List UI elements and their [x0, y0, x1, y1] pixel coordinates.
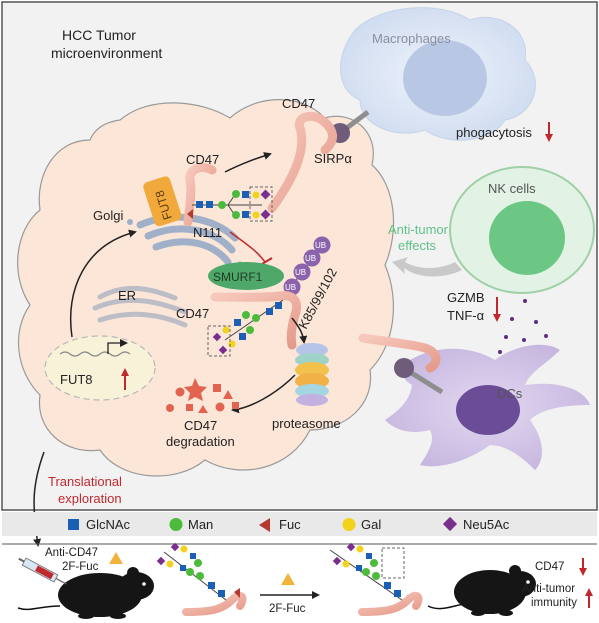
macrophage-cell [340, 7, 536, 141]
ub-label-4: UB [315, 241, 326, 250]
legend-fuc-label: Fuc [279, 517, 301, 532]
outcome-mouse [427, 565, 536, 616]
dcs-label: DCs [497, 386, 523, 401]
ub-label-3: UB [305, 254, 316, 263]
ub-label-1: UB [285, 283, 296, 292]
tnfa-label: TNF-α [447, 308, 485, 323]
arrow-to-surface [224, 152, 272, 173]
cd47-protein-dc [358, 333, 441, 373]
arrow-nucleus-to-golgi [69, 229, 137, 338]
proteasome [295, 343, 329, 406]
cd47-golgi-label: CD47 [186, 152, 219, 167]
nk-cells-label: NK cells [488, 181, 536, 196]
outcome-cd47-label: CD47 [535, 561, 564, 573]
title-line2: microenvironment [51, 45, 162, 61]
golgi-label: Golgi [93, 208, 123, 223]
anti-tumor-label-line2: effects [398, 238, 437, 253]
glycan-er [207, 299, 284, 357]
degradation-label-line2: degradation [166, 434, 235, 449]
proteasome-label: proteasome [272, 416, 341, 431]
legend-neu5ac-label: Neu5Ac [463, 517, 510, 532]
arrow-to-degradation [231, 374, 296, 414]
legend-man-label: Man [188, 517, 213, 532]
anti-tumor-label-line1: Anti-tumor [388, 222, 449, 237]
sirpa-label: SIRPα [314, 151, 352, 166]
n111-label: N111 [193, 225, 222, 240]
legend-glcnac-label: GlcNAc [86, 517, 131, 532]
legend-gal-symbol [342, 518, 356, 531]
glycan-golgi [187, 186, 273, 222]
er-label: ER [118, 288, 136, 303]
fut8-enzyme: FUT8 [143, 176, 182, 227]
smurf1-enzyme [208, 262, 284, 290]
transcription-start [107, 339, 128, 354]
cd47-protein-before [182, 591, 247, 616]
translational-label-line2: exploration [58, 491, 122, 506]
ubiquitin-chain: UB UB UB UB [283, 236, 331, 296]
bottom-arrow-label: 2F-Fuc [269, 603, 306, 615]
cd47-macrophage-label: CD47 [282, 96, 315, 111]
dna-wave [59, 351, 131, 357]
glycan-before [156, 542, 240, 601]
treatment-label-line1: Anti-CD47 [45, 547, 98, 559]
outcome-label-line2: immunity [531, 597, 577, 609]
legend-glcnac-symbol [68, 519, 79, 530]
title-line1: HCC Tumor [62, 27, 136, 43]
arrow-to-proteasome [291, 317, 308, 344]
legend-man-symbol [169, 518, 183, 531]
2f-fuc-triangle-icon-arrow [281, 573, 295, 585]
cd47-protein-macrophage [267, 111, 337, 213]
legend-fuc-symbol [259, 518, 270, 532]
anti-tumor-arrow [392, 257, 462, 277]
outcome-label-line1: Anti-tumor [522, 583, 575, 595]
gzmb-label: GZMB [447, 290, 485, 305]
degraded-fragments [166, 378, 239, 413]
translational-label-line1: Translational [48, 474, 122, 489]
legend: GlcNAc Man Fuc Gal Neu5Ac [68, 516, 510, 532]
smurf1-label: SMURF1 [213, 270, 263, 284]
degradation-label-line1: CD47 [184, 418, 217, 433]
legend-neu5ac-symbol [442, 516, 458, 532]
treated-mouse [17, 567, 154, 619]
glycan-after [329, 542, 405, 601]
legend-gal-label: Gal [361, 517, 381, 532]
endoplasmic-reticulum [92, 285, 188, 328]
cd47-er-label: CD47 [176, 306, 209, 321]
nucleus [44, 335, 156, 401]
nk-cell [449, 166, 595, 294]
syringe-icon [18, 557, 67, 585]
legend-bar [2, 512, 597, 536]
dc-cell [385, 344, 590, 470]
2f-fuc-triangle-icon [109, 552, 123, 564]
ub-label-2: UB [295, 268, 306, 277]
macrophages-label: Macrophages [372, 31, 451, 46]
cd47-protein-er [210, 291, 301, 350]
inhibition-line [229, 231, 266, 263]
treatment-label-line2: 2F-Fuc [62, 561, 99, 573]
sirpa-receptor-dc [394, 358, 444, 395]
cd47-protein-after [358, 591, 423, 616]
cd47-protein-golgi [183, 163, 217, 227]
phagocytosis-label: phogacytosis [456, 125, 532, 140]
fut8-gene-label: FUT8 [60, 372, 93, 387]
